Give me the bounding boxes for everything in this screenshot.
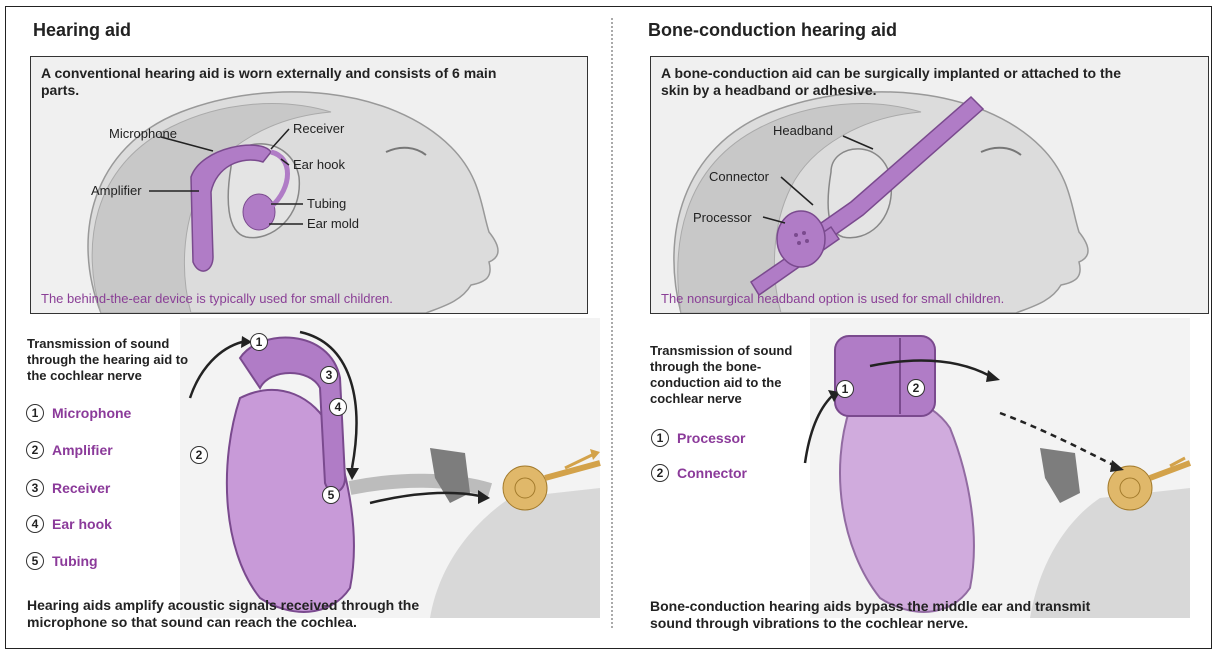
left-footer-text: Hearing aids amplify acoustic signals re… <box>27 597 487 631</box>
right-illustration-box: A bone-conduction aid can be surgically … <box>650 56 1209 314</box>
right-caption: The nonsurgical headband option is used … <box>661 291 1004 306</box>
legend-label: Amplifier <box>52 442 113 458</box>
legend-item: 5 Tubing <box>26 552 98 570</box>
label-amplifier: Amplifier <box>91 183 142 198</box>
label-headband: Headband <box>773 123 833 138</box>
legend-number: 2 <box>26 441 44 459</box>
label-microphone: Microphone <box>109 126 177 141</box>
legend-item: 3 Receiver <box>26 479 110 497</box>
right-panel-title: Bone-conduction hearing aid <box>648 20 897 41</box>
bone-conduction-cross-section-illustration <box>810 318 1190 618</box>
legend-item: 4 Ear hook <box>26 515 112 533</box>
left-transmission-heading: Transmission of sound through the hearin… <box>27 336 192 384</box>
left-panel-title: Hearing aid <box>33 20 131 41</box>
diagram-marker-1: 1 <box>250 333 268 351</box>
left-caption: The behind-the-ear device is typically u… <box>41 291 393 306</box>
legend-item: 2 Connector <box>651 464 747 482</box>
right-transmission-heading: Transmission of sound through the bone-c… <box>650 343 810 407</box>
legend-number: 2 <box>651 464 669 482</box>
legend-item: 1 Processor <box>651 429 745 447</box>
label-processor: Processor <box>693 210 752 225</box>
right-box-description: A bone-conduction aid can be surgically … <box>661 65 1131 99</box>
legend-item: 2 Amplifier <box>26 441 113 459</box>
legend-label: Tubing <box>52 553 98 569</box>
legend-number: 1 <box>26 404 44 422</box>
diagram-marker-5: 5 <box>322 486 340 504</box>
legend-item: 1 Microphone <box>26 404 131 422</box>
legend-number: 1 <box>651 429 669 447</box>
hearing-aid-cross-section-illustration <box>180 318 600 618</box>
diagram-marker-1: 1 <box>836 380 854 398</box>
legend-number: 3 <box>26 479 44 497</box>
diagram-marker-2: 2 <box>190 446 208 464</box>
legend-number: 5 <box>26 552 44 570</box>
label-receiver: Receiver <box>293 121 344 136</box>
label-tubing: Tubing <box>307 196 346 211</box>
legend-label: Connector <box>677 465 747 481</box>
label-ear-mold: Ear mold <box>307 216 359 231</box>
diagram-marker-2: 2 <box>907 379 925 397</box>
left-illustration-box: A conventional hearing aid is worn exter… <box>30 56 588 314</box>
legend-number: 4 <box>26 515 44 533</box>
left-box-description: A conventional hearing aid is worn exter… <box>41 65 511 99</box>
legend-label: Ear hook <box>52 516 112 532</box>
legend-label: Processor <box>677 430 745 446</box>
label-ear-hook: Ear hook <box>293 157 345 172</box>
diagram-marker-3: 3 <box>320 366 338 384</box>
right-footer-text: Bone-conduction hearing aids bypass the … <box>650 598 1110 632</box>
label-connector: Connector <box>709 169 769 184</box>
panel-divider <box>611 18 613 628</box>
diagram-marker-4: 4 <box>329 398 347 416</box>
legend-label: Receiver <box>52 480 110 496</box>
legend-label: Microphone <box>52 405 131 421</box>
